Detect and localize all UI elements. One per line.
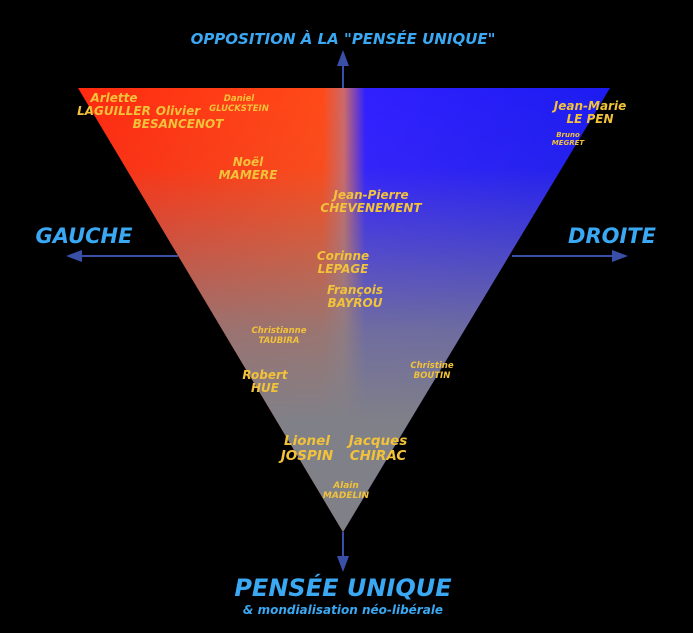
label-besancenot: Olivier BESANCENOT — [128, 104, 228, 132]
label-boutin: Christine BOUTIN — [402, 361, 462, 381]
first-name: Alain — [333, 481, 359, 491]
first-name: Corinne — [316, 249, 370, 263]
label-lepage: Corinne LEPAGE — [306, 249, 380, 277]
label-taubira: Christianne TAUBIRA — [240, 326, 318, 346]
last-name: LE PEN — [566, 112, 614, 127]
last-name: BOUTIN — [413, 370, 451, 381]
last-name: LEPAGE — [317, 262, 369, 277]
label-chevenement: Jean-Pierre CHEVENEMENT — [318, 188, 424, 216]
top-axis-title: OPPOSITION À LA "PENSÉE UNIQUE" — [190, 30, 496, 48]
label-bayrou: François BAYROU — [318, 283, 392, 311]
label-laguiller: Arlette LAGUILLER — [74, 91, 154, 119]
first-name: Noël — [232, 155, 264, 169]
first-name: Olivier — [155, 104, 201, 118]
first-name: Christine — [410, 361, 454, 371]
last-name: GLUCKSTEIN — [209, 103, 269, 114]
first-name: Daniel — [223, 94, 255, 104]
label-hue: Robert HUE — [235, 368, 295, 396]
label-lepen: Jean-Marie LE PEN — [544, 99, 636, 127]
first-name: Robert — [242, 368, 288, 382]
last-name: TAUBIRA — [258, 335, 300, 346]
last-name: MADELIN — [322, 491, 370, 502]
label-gluckstein: Daniel GLUCKSTEIN — [200, 94, 278, 114]
last-name: MEGRET — [551, 138, 585, 147]
last-name: LAGUILLER — [77, 104, 151, 119]
last-name: HUE — [251, 381, 279, 396]
spectrum-triangle-fade — [78, 88, 610, 532]
first-name: Jean-Pierre — [333, 188, 409, 202]
bottom-axis-subtitle: & mondialisation néo-libérale — [242, 603, 444, 617]
last-name: JOSPIN — [280, 448, 334, 465]
up-arrow-head — [337, 50, 349, 66]
right-arrow-head — [612, 250, 628, 262]
label-mamere: Noël MAMERE — [208, 155, 288, 183]
last-name: BESANCENOT — [132, 117, 224, 132]
first-name: Christianne — [251, 326, 307, 336]
last-name: BAYROU — [327, 296, 383, 311]
down-arrow-head — [337, 556, 349, 572]
last-name: CHIRAC — [349, 448, 407, 465]
label-megret: Bruno MEGRET — [542, 131, 594, 148]
first-name: Bruno — [556, 131, 580, 139]
first-name: Jean-Marie — [553, 99, 627, 113]
first-name: Jacques — [348, 433, 408, 449]
left-arrow-head — [66, 250, 82, 262]
label-madelin: Alain MADELIN — [314, 481, 378, 501]
right-axis-title: DROITE — [568, 224, 656, 248]
label-jospin: Lionel JOSPIN — [272, 433, 342, 465]
first-name: Arlette — [90, 91, 138, 105]
left-axis-title: GAUCHE — [35, 224, 133, 248]
label-chirac: Jacques CHIRAC — [342, 433, 414, 465]
last-name: MAMERE — [218, 168, 278, 183]
first-name: Lionel — [284, 433, 330, 449]
first-name: François — [326, 283, 384, 297]
bottom-axis-title: PENSÉE UNIQUE — [234, 574, 452, 602]
last-name: CHEVENEMENT — [320, 201, 422, 216]
